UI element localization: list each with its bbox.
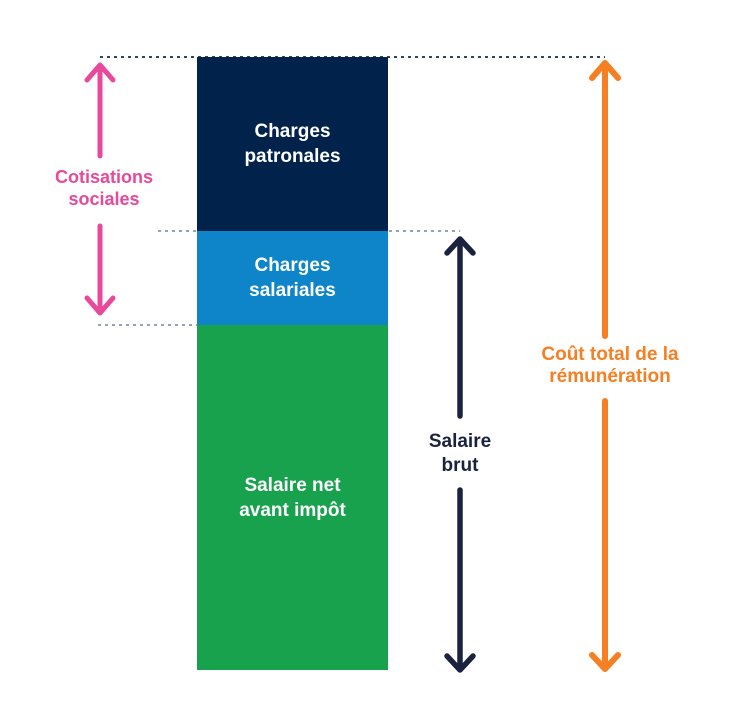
bar-segment-salaire-net: Salaire net avant impôt (197, 325, 388, 670)
charges-patronales-label: Charges patronales (244, 121, 341, 167)
bar-segment-charges-patronales: Charges patronales (197, 57, 388, 231)
salaire-brut-annotation-label: Salaire brut (428, 431, 492, 476)
charges-salariales-label: Charges salariales (249, 255, 336, 301)
bar-segment-charges-salariales: Charges salariales (197, 231, 388, 325)
cotisations-sociales-annotation-label: Cotisations sociales (54, 167, 153, 209)
cout-total-annotation-label: Coût total de la rémunération (541, 344, 679, 387)
salaire-net-label: Salaire net avant impôt (239, 474, 346, 521)
